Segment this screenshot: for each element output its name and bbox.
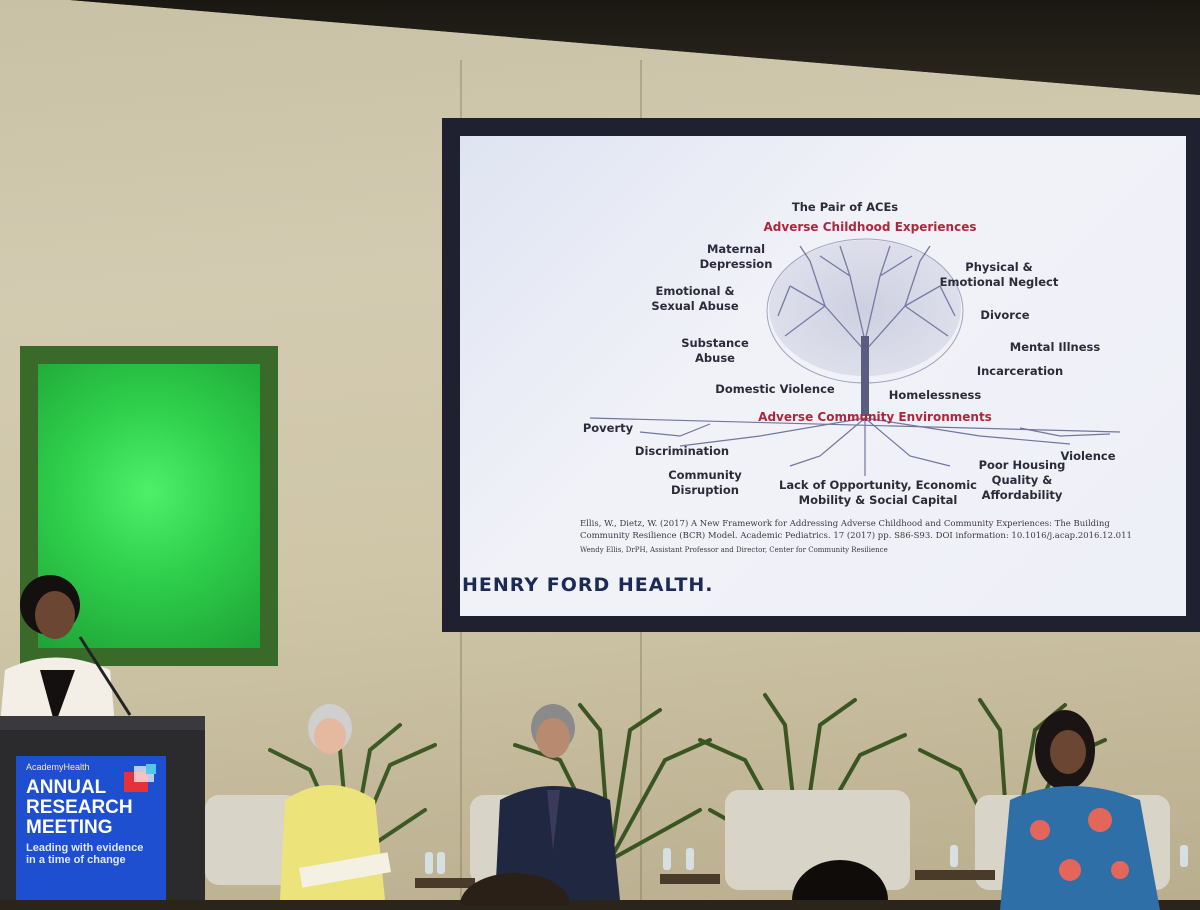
sign-subtitle: Leading with evidence in a time of chang… bbox=[26, 842, 144, 866]
brand-logo-text: HENRY FORD HEALTH. bbox=[462, 574, 714, 596]
slide-citation: Ellis, W., Dietz, W. (2017) A New Framew… bbox=[580, 519, 1132, 541]
leaf-label: Maternal Depression bbox=[699, 242, 773, 271]
slide-title-bottom: Adverse Community Environments bbox=[758, 410, 992, 424]
slide-author: Wendy Ellis, DrPH, Assistant Professor a… bbox=[580, 546, 888, 554]
leaf-label: Substance Abuse bbox=[681, 336, 749, 365]
root-label: Discrimination bbox=[634, 444, 730, 458]
water-bottle bbox=[663, 848, 671, 870]
leaf-label: Physical & Emotional Neglect bbox=[939, 260, 1059, 289]
side-table bbox=[415, 878, 475, 888]
podium-sign: AcademyHealth ANNUAL RESEARCH MEETING Le… bbox=[16, 756, 166, 900]
sign-org-name: AcademyHealth bbox=[26, 762, 90, 772]
podium-top bbox=[0, 716, 205, 730]
root-label: Violence bbox=[1060, 449, 1116, 463]
meeting-logo-icon bbox=[124, 764, 156, 792]
root-label: Lack of Opportunity, Economic Mobility &… bbox=[779, 478, 977, 507]
speaker-at-podium bbox=[0, 575, 132, 725]
side-table bbox=[660, 874, 720, 884]
sign-title: ANNUAL RESEARCH MEETING bbox=[26, 777, 133, 838]
water-bottle bbox=[425, 852, 433, 874]
root-label: Community Disruption bbox=[668, 468, 742, 497]
leaf-label: Emotional & Sexual Abuse bbox=[651, 284, 739, 313]
root-label: Poverty bbox=[582, 421, 634, 435]
slide-title-small: The Pair of ACEs bbox=[791, 200, 899, 214]
leaf-label: Homelessness bbox=[888, 388, 982, 402]
water-bottle bbox=[686, 848, 694, 870]
panelist-yellow-suit bbox=[280, 704, 392, 900]
root-label: Poor Housing Quality & Affordability bbox=[978, 458, 1066, 502]
audience-head bbox=[792, 860, 888, 900]
water-bottle bbox=[437, 852, 445, 874]
leaf-label: Divorce bbox=[980, 308, 1030, 322]
leaf-label: Mental Illness bbox=[1009, 340, 1101, 354]
leaf-label: Incarceration bbox=[976, 364, 1064, 378]
tree-illustration bbox=[589, 238, 1121, 476]
panelist-floral-dress bbox=[1000, 710, 1160, 910]
green-light-panel bbox=[20, 346, 278, 666]
leaf-label: Domestic Violence bbox=[715, 382, 835, 396]
water-bottle bbox=[950, 845, 958, 867]
audience-head bbox=[460, 873, 570, 905]
slide-title-top: Adverse Childhood Experiences bbox=[763, 220, 977, 234]
side-table bbox=[915, 870, 995, 880]
projection-screen: The Pair of ACEs Adverse Childhood Exper… bbox=[460, 136, 1186, 616]
panelist-dark-suit bbox=[495, 704, 620, 900]
water-bottle bbox=[1180, 845, 1188, 867]
